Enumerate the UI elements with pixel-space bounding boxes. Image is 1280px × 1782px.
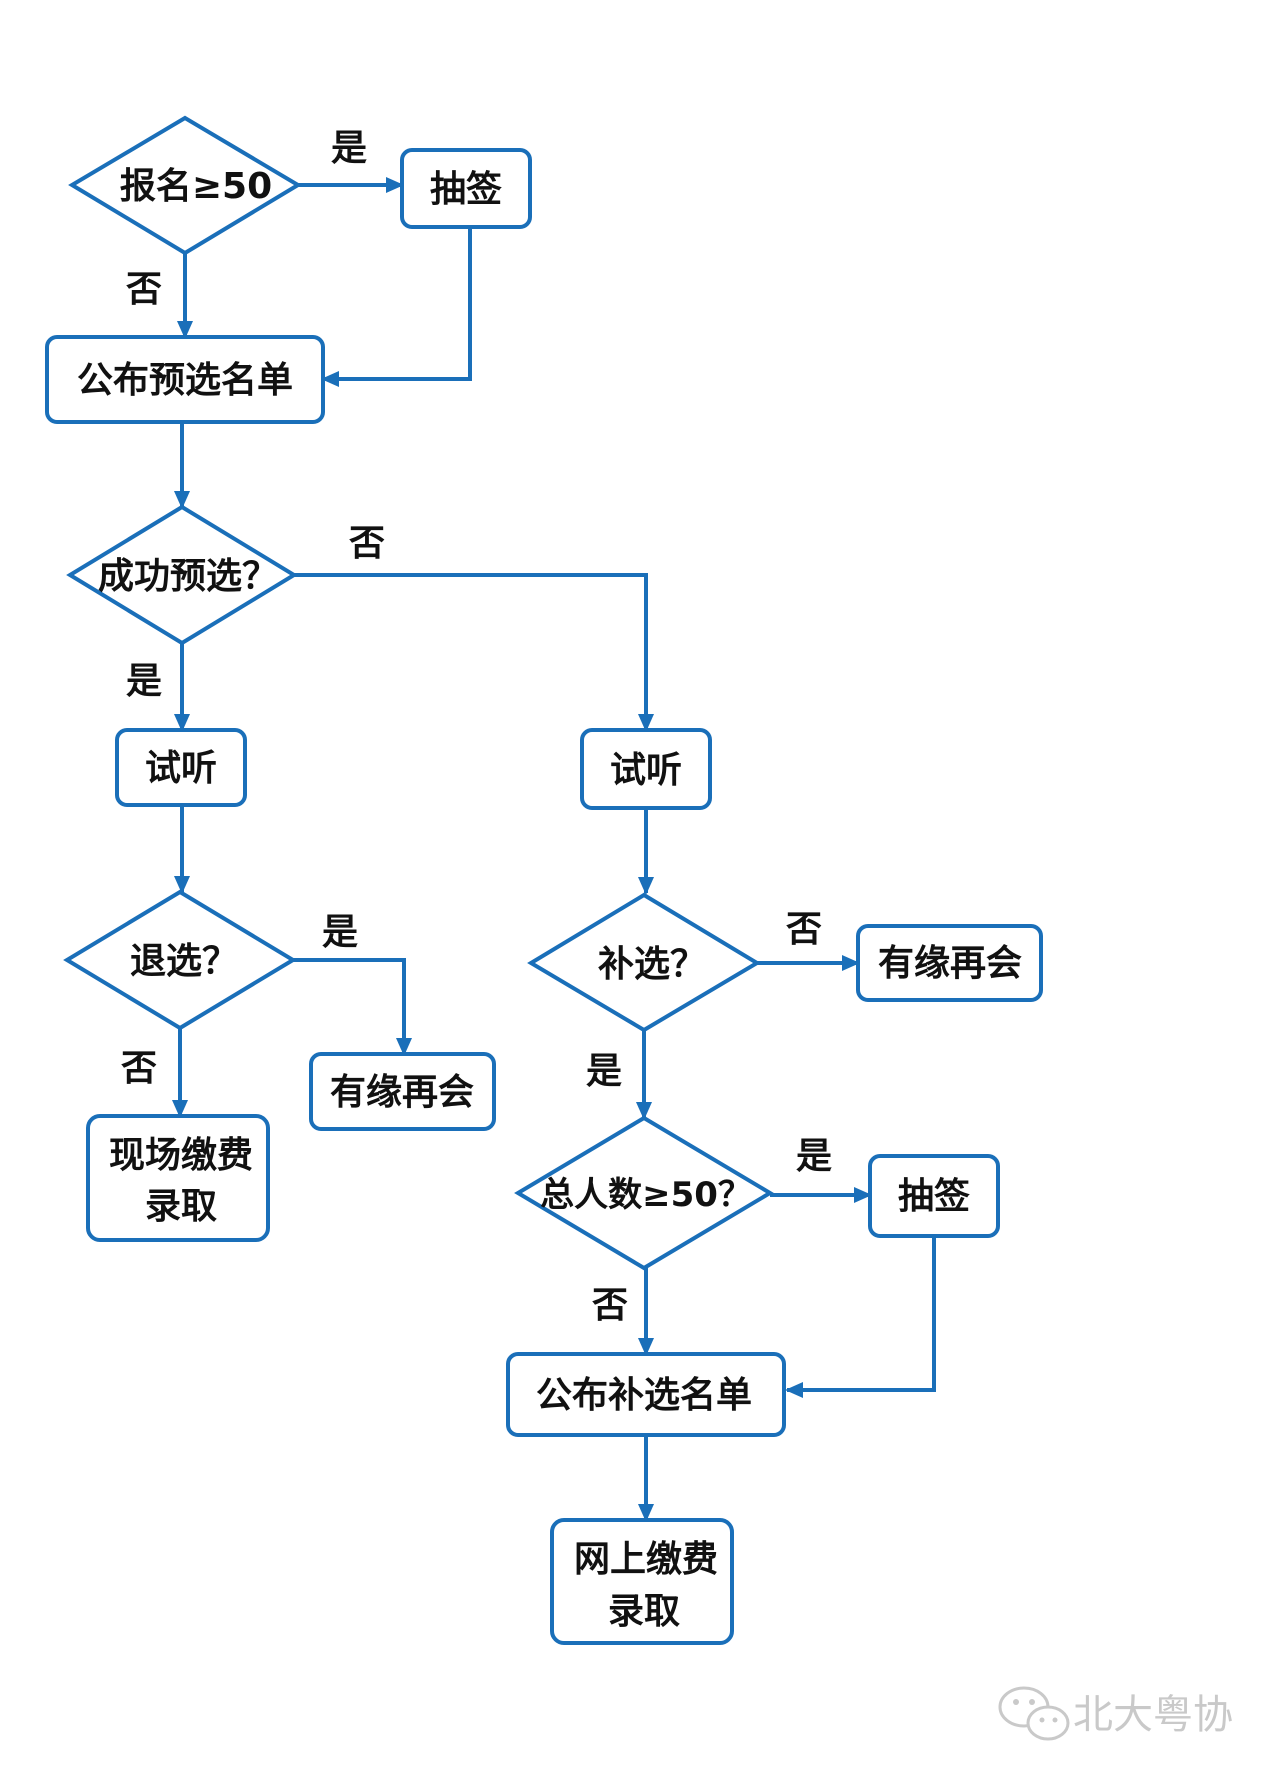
audition-box-left-label: 试听 (145, 748, 217, 789)
decision-preselect-label: 成功预选？ (98, 556, 278, 597)
publish-preselect-box: 公布预选名单 (45, 335, 325, 424)
decision-signup: 报名≥50 (68, 115, 302, 256)
watermark-text: 北大粤协 (1073, 1692, 1233, 1738)
see-you-box-left: 有缘再会 (309, 1052, 496, 1131)
publish-supplement-box: 公布补选名单 (506, 1352, 786, 1437)
edge-lottery1-to-publish (321, 227, 472, 387)
audition-box-left: 试听 (115, 728, 247, 807)
edge-label-withdraw-no: 否 (121, 1048, 157, 1089)
edge-label-signup-no: 否 (126, 269, 162, 310)
decision-supplement: 补选？ (527, 892, 761, 1033)
online-pay-box: 网上缴费 录取 (550, 1518, 734, 1645)
edge-label-preselect-yes: 是 (126, 661, 162, 702)
decision-total: 总人数≥50？ (514, 1115, 774, 1271)
lottery-box-2-label: 抽签 (898, 1176, 970, 1217)
lottery-box-1-label: 抽签 (430, 169, 502, 210)
decision-signup-label: 报名≥50 (120, 166, 272, 207)
lottery-box-2: 抽签 (868, 1154, 1000, 1238)
online-pay-label-line2: 录取 (608, 1591, 680, 1632)
edge-label-supplement-no: 否 (786, 909, 822, 950)
audition-box-right-label: 试听 (610, 750, 682, 791)
decision-total-label: 总人数≥50？ (540, 1175, 752, 1215)
see-you-box-right: 有缘再会 (856, 924, 1043, 1002)
wechat-icon (998, 1686, 1070, 1741)
onsite-pay-label-line2: 录取 (145, 1186, 217, 1227)
decision-withdraw-label: 退选？ (130, 941, 238, 982)
edge-withdraw-to-see-you-left (293, 958, 412, 1056)
edge-label-signup-yes: 是 (331, 128, 367, 169)
edge-labels: 是 否 否 是 是 否 否 是 是 否 (121, 128, 832, 1326)
connectors (172, 177, 936, 1522)
onsite-pay-box: 现场缴费 录取 (86, 1114, 270, 1242)
edge-label-withdraw-yes: 是 (322, 912, 358, 953)
onsite-pay-label-line1: 现场缴费 (109, 1135, 253, 1176)
lottery-box-1: 抽签 (400, 148, 532, 229)
audition-box-right: 试听 (580, 728, 712, 810)
decision-preselect: 成功预选？ (66, 504, 298, 646)
see-you-box-left-label: 有缘再会 (330, 1072, 474, 1113)
edge-label-total-yes: 是 (796, 1136, 832, 1177)
publish-supplement-label: 公布补选名单 (536, 1375, 752, 1416)
see-you-box-right-label: 有缘再会 (878, 943, 1022, 984)
edge-label-total-no: 否 (592, 1285, 628, 1326)
edge-label-supplement-yes: 是 (586, 1051, 622, 1092)
decision-withdraw: 退选？ (63, 889, 297, 1031)
edge-label-preselect-no: 否 (349, 523, 385, 564)
publish-preselect-label: 公布预选名单 (77, 360, 293, 401)
decision-supplement-label: 补选？ (598, 944, 706, 985)
online-pay-label-line1: 网上缴费 (574, 1539, 718, 1580)
edge-preselect-to-audition-right (294, 573, 654, 732)
edge-lottery2-to-publish-supplement (785, 1236, 936, 1398)
watermark: 北大粤协 (998, 1686, 1233, 1741)
